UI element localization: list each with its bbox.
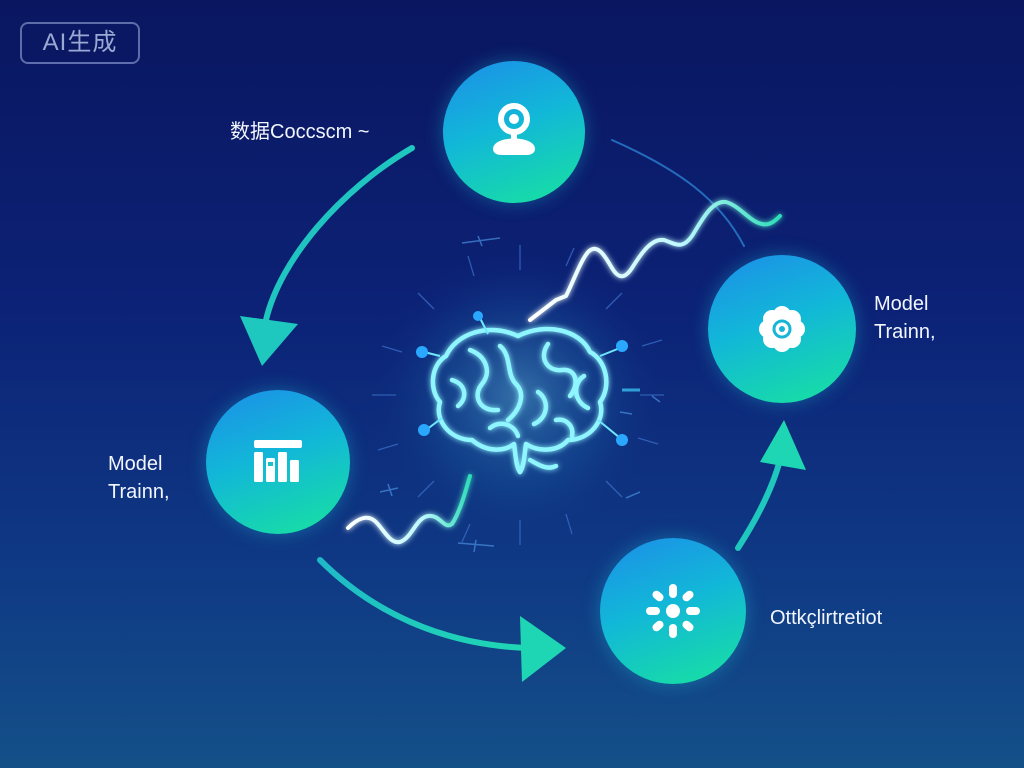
output-node-label: Ottkçlirtretiot xyxy=(770,607,883,629)
radial-marks xyxy=(379,235,661,553)
bar-chart-icon xyxy=(254,440,302,482)
sparkle-icon xyxy=(646,584,700,638)
arrow-top-to-left xyxy=(240,145,415,366)
radial-ticks xyxy=(372,245,664,545)
ai-generated-badge: AI生成 xyxy=(20,22,140,64)
model-training-left-label: Model Trainn, xyxy=(108,450,170,506)
signal-wave-upper xyxy=(528,199,782,322)
data-node[interactable] xyxy=(443,61,585,203)
brain-halo xyxy=(368,245,668,545)
model-training-left-label-line2: Trainn, xyxy=(108,481,170,503)
data-node-label: 数据Coccscm ~ xyxy=(230,121,370,143)
signal-wave-lower xyxy=(346,474,472,545)
arrow-bottom-to-right xyxy=(735,420,806,551)
brain-icon xyxy=(430,326,609,475)
model-training-node-right[interactable] xyxy=(708,255,856,403)
model-training-left-label-line1: Model xyxy=(108,453,163,475)
model-training-right-label: Model Trainn, xyxy=(874,290,936,346)
model-training-right-label-line2: Trainn, xyxy=(874,321,936,343)
flower-icon xyxy=(759,306,805,352)
model-training-right-label-line1: Model xyxy=(874,293,929,315)
output-node[interactable] xyxy=(600,538,746,684)
user-icon xyxy=(493,103,535,155)
brain-connectors xyxy=(416,311,628,446)
arrow-left-to-bottom xyxy=(317,557,566,682)
model-training-node-left[interactable] xyxy=(206,390,350,534)
arc-right-to-top xyxy=(611,139,745,247)
